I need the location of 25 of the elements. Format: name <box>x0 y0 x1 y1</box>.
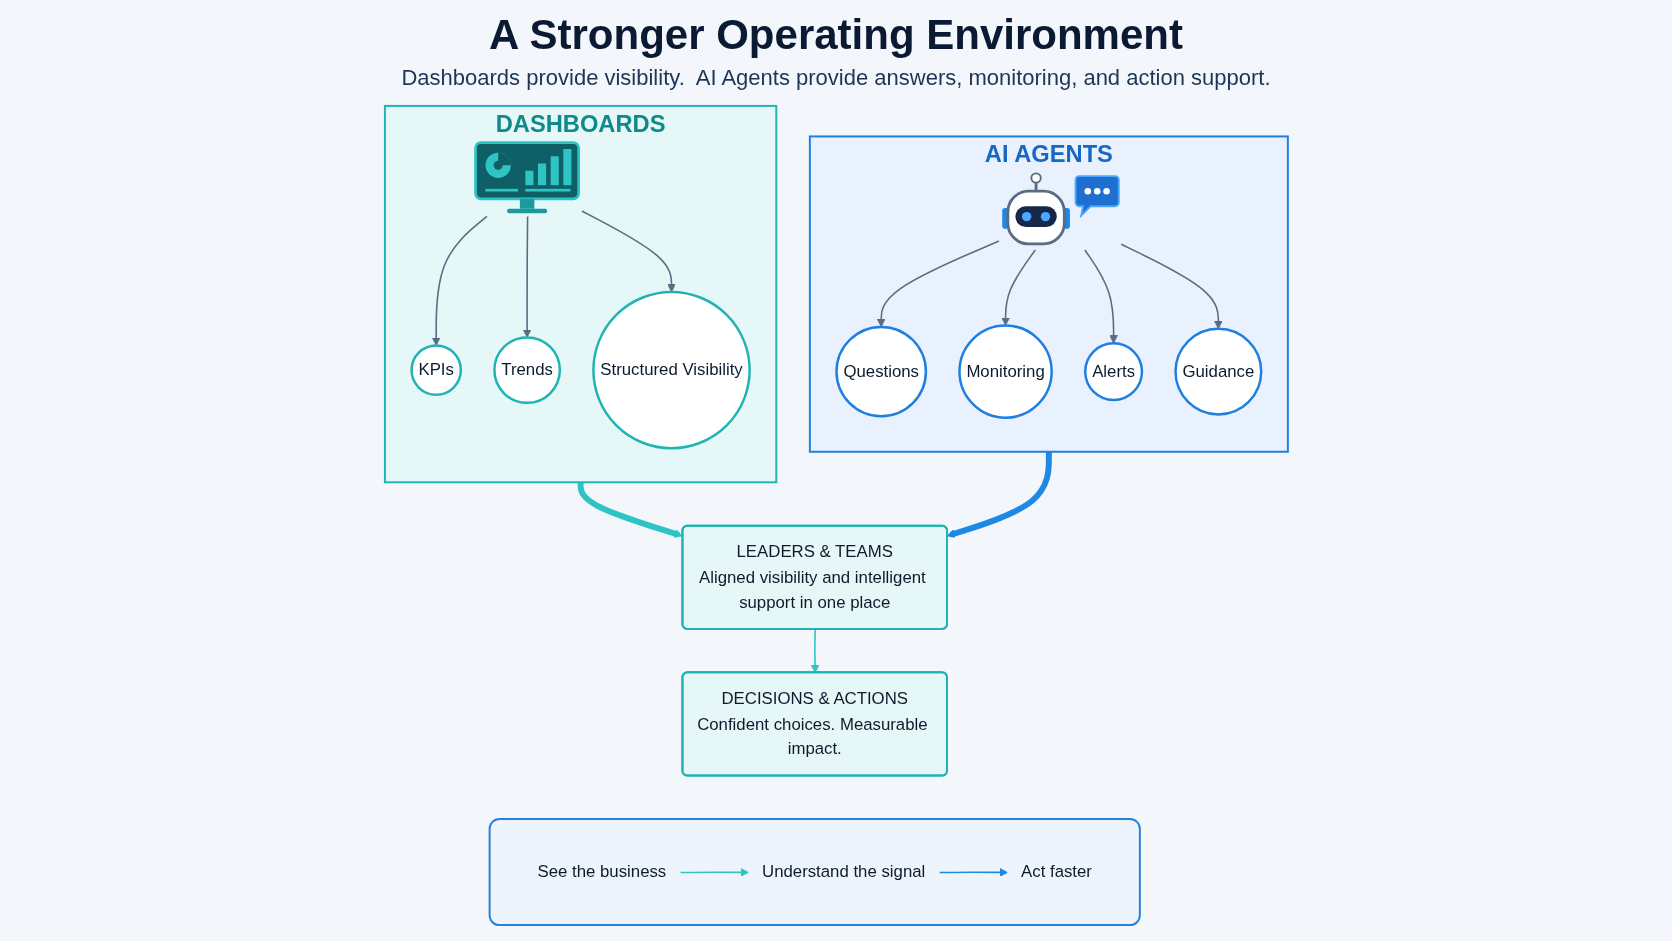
title: A Stronger Operating Environment <box>488 10 1184 60</box>
node-picture <box>472 139 581 216</box>
arrow <box>938 868 1008 877</box>
node-circle: Trends <box>492 336 561 405</box>
node-text: See the business <box>537 862 666 882</box>
node-circle: KPIs <box>409 344 462 396</box>
node-circle: Monitoring <box>957 324 1053 419</box>
arrow <box>1083 249 1118 344</box>
arrow <box>679 868 749 877</box>
node-text: Understand the signal <box>761 862 925 882</box>
subtitle: Dashboards provide visibility. AI Agents provide answers, monitoring, and action support. <box>401 64 1271 92</box>
arrow <box>810 628 819 674</box>
node-text: Act faster <box>1020 862 1092 882</box>
node-circle: Guidance <box>1173 327 1263 416</box>
node-circle: Alerts <box>1083 342 1143 402</box>
arrow <box>580 210 676 293</box>
arrow <box>522 215 532 338</box>
arrow <box>431 215 488 346</box>
cluster <box>488 817 1141 927</box>
node-circle: Questions <box>834 325 927 418</box>
node-circle: Structured Visibility <box>591 290 751 450</box>
arrow <box>946 451 1052 538</box>
arrow <box>577 482 683 538</box>
arrow <box>1000 249 1036 326</box>
arrow <box>876 240 1000 328</box>
